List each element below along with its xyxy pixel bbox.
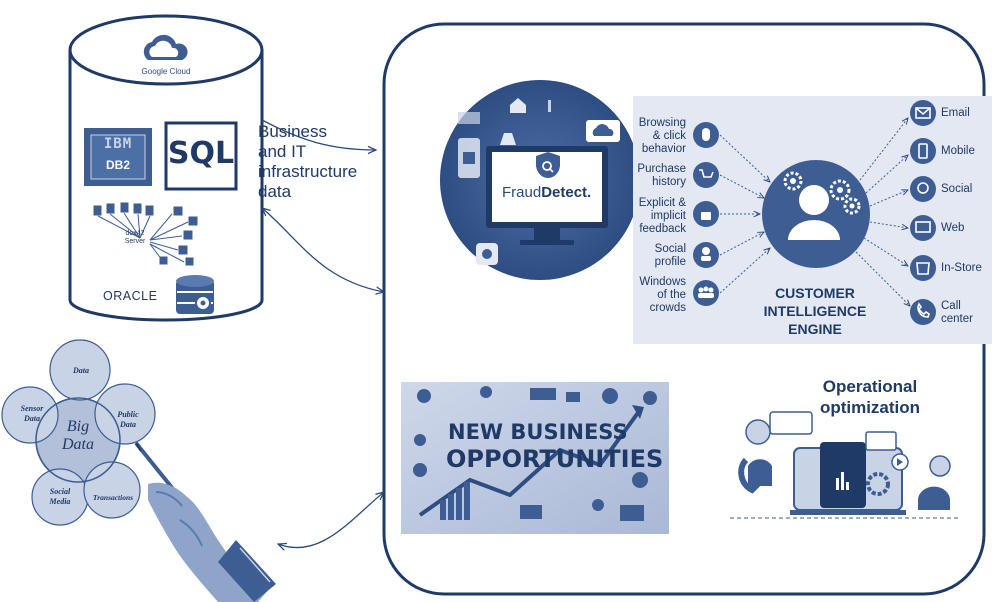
docs-server-label: dox42 Server (124, 230, 146, 245)
database-stack-icon (176, 275, 214, 314)
hand-with-pen (134, 441, 276, 602)
fraud-detect-panel (440, 80, 640, 280)
big-data-top: Data (73, 366, 89, 375)
channel-label-social: Social (941, 183, 973, 195)
engine-hub (762, 160, 870, 268)
google-cloud-label: Google Cloud (141, 67, 191, 76)
db2-label: DB2 (105, 158, 130, 172)
arrow-bigdata-exchange (278, 492, 384, 548)
arrow-storage-exchange (262, 208, 384, 292)
document-hub-icon (93, 202, 198, 266)
arrow-business-in (261, 119, 376, 150)
channel-label-mobile: Mobile (941, 145, 975, 157)
monitor-icon (910, 215, 936, 241)
google-cloud-icon (143, 34, 188, 60)
customer-engine-title: CUSTOMER INTELLIGENCE ENGINE (763, 285, 867, 337)
channel-label-web: Web (941, 222, 965, 234)
channel-icons (910, 100, 936, 325)
channel-label-in-store: In-Store (941, 262, 982, 274)
operational-optimization-illustration (730, 411, 960, 519)
fraud-detect-logo: FraudDetect. (502, 184, 592, 201)
nbo-line2: OPPORTUNITIES (446, 445, 664, 473)
big-data-mindmap (0, 339, 160, 526)
sql-tile (164, 121, 238, 191)
transactions-label: Transactions (92, 493, 134, 502)
oracle-logo: ORACLE (103, 289, 158, 303)
mobile-icon (910, 138, 936, 164)
bag-icon (910, 255, 936, 281)
chat-icon (910, 176, 936, 202)
cart-icon (693, 162, 719, 188)
channel-label-email: Email (941, 107, 970, 119)
new-business-opportunities-panel (401, 382, 669, 534)
ibm-logo: IBM (103, 136, 133, 152)
phone-icon (910, 299, 936, 325)
sql-logo: SQL (167, 136, 235, 171)
business-it-label: Business and IT infrastructure data (258, 122, 358, 201)
operational-optimization-title: Operational optimization (819, 377, 921, 417)
nbo-line1: NEW BUSINESS (448, 420, 628, 444)
